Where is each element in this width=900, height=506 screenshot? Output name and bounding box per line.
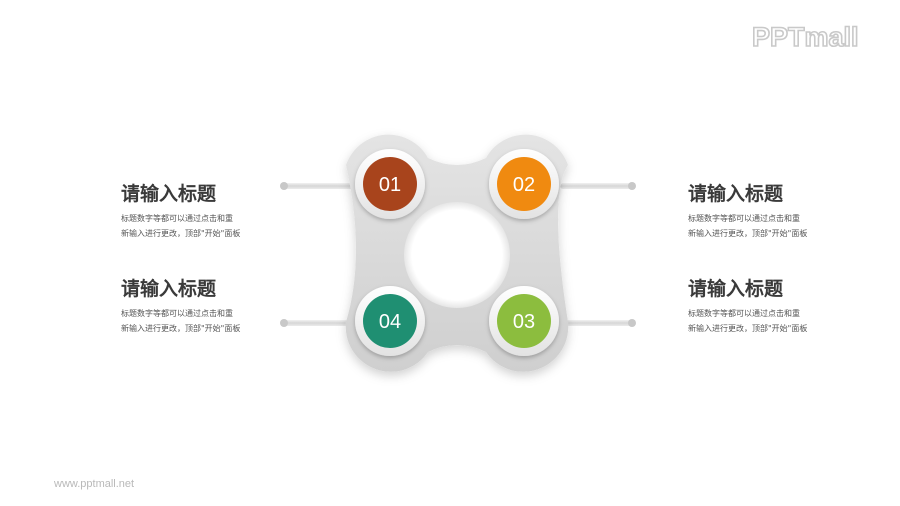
connector-line-01 [284, 183, 356, 189]
connector-dot-02 [628, 182, 636, 190]
step-circle-03 [497, 294, 551, 348]
connector-line-04 [284, 320, 356, 326]
pptmall-logo: PPTmall [751, 21, 859, 53]
step-circle-01 [363, 157, 417, 211]
block-description-03: 标题数字等都可以通过点击和重 新输入进行更改，顶部"开始"面板 [688, 306, 868, 336]
block-desc-line: 新输入进行更改，顶部"开始"面板 [121, 324, 241, 333]
step-number-01: 01 [379, 174, 401, 196]
step-number-03: 03 [513, 311, 535, 333]
block-title-04: 请输入标题 [121, 278, 217, 300]
text-block-03: 请输入标题 标题数字等都可以通过点击和重 新输入进行更改，顶部"开始"面板 [688, 277, 868, 336]
text-block-04: 请输入标题 标题数字等都可以通过点击和重 新输入进行更改，顶部"开始"面板 [121, 277, 301, 336]
footer-url[interactable]: www.pptmall.net [54, 478, 135, 490]
block-desc-line: 标题数字等都可以通过点击和重 [688, 214, 800, 223]
step-circle-02 [497, 157, 551, 211]
block-title-01: 请输入标题 [121, 183, 217, 205]
block-desc-line: 新输入进行更改，顶部"开始"面板 [688, 324, 808, 333]
block-title-03: 请输入标题 [688, 278, 784, 300]
block-description-04: 标题数字等都可以通过点击和重 新输入进行更改，顶部"开始"面板 [121, 306, 301, 336]
step-node-03: 03 [489, 286, 559, 356]
block-description-01: 标题数字等都可以通过点击和重 新输入进行更改，顶部"开始"面板 [121, 211, 301, 241]
connector-dot-04 [280, 319, 288, 327]
block-title-02: 请输入标题 [688, 183, 784, 205]
connector-dot-03 [628, 319, 636, 327]
block-description-02: 标题数字等都可以通过点击和重 新输入进行更改，顶部"开始"面板 [688, 211, 868, 241]
block-desc-line: 标题数字等都可以通过点击和重 [121, 214, 233, 223]
block-desc-line: 新输入进行更改，顶部"开始"面板 [121, 229, 241, 238]
block-desc-line: 新输入进行更改，顶部"开始"面板 [688, 229, 808, 238]
step-circle-04 [363, 294, 417, 348]
center-hole [404, 202, 510, 308]
step-node-01: 01 [355, 149, 425, 219]
connector-dot-01 [280, 182, 288, 190]
step-number-02: 02 [513, 174, 535, 196]
step-node-02: 02 [489, 149, 559, 219]
connector-line-03 [560, 320, 632, 326]
connector-line-02 [560, 183, 632, 189]
text-block-02: 请输入标题 标题数字等都可以通过点击和重 新输入进行更改，顶部"开始"面板 [688, 182, 868, 241]
block-desc-line: 标题数字等都可以通过点击和重 [121, 309, 233, 318]
step-node-04: 04 [355, 286, 425, 356]
text-block-01: 请输入标题 标题数字等都可以通过点击和重 新输入进行更改，顶部"开始"面板 [121, 182, 301, 241]
block-desc-line: 标题数字等都可以通过点击和重 [688, 309, 800, 318]
step-number-04: 04 [379, 311, 401, 333]
connector-lines [280, 182, 636, 327]
